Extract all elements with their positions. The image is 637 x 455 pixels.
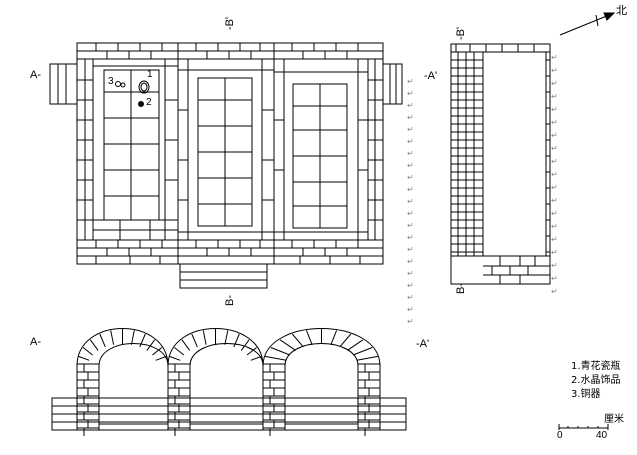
- svg-text:↵: ↵: [551, 222, 558, 231]
- label-a-left: A-: [30, 69, 41, 81]
- grave-goods: [115, 80, 150, 107]
- svg-text:↵: ↵: [407, 77, 414, 86]
- svg-text:↵: ↵: [407, 209, 414, 218]
- svg-text:↵: ↵: [551, 196, 558, 205]
- vase-marker: [138, 80, 150, 94]
- svg-text:↵: ↵: [407, 221, 414, 230]
- crystal-marker: [138, 101, 144, 107]
- north-label: 北: [616, 4, 627, 17]
- svg-text:↵: ↵: [551, 235, 558, 244]
- svg-text:↵: ↵: [551, 261, 558, 270]
- svg-text:↵: ↵: [551, 144, 558, 153]
- svg-text:↵: ↵: [407, 233, 414, 242]
- svg-text:↵: ↵: [407, 161, 414, 170]
- svg-text:↵: ↵: [407, 137, 414, 146]
- svg-text:↵: ↵: [407, 173, 414, 182]
- marker-3-label: 3: [108, 76, 114, 87]
- svg-text:↵: ↵: [551, 274, 558, 283]
- svg-text:↵: ↵: [407, 257, 414, 266]
- legend-item-crystal: 2.水晶饰品: [571, 375, 621, 386]
- svg-text:↵: ↵: [407, 113, 414, 122]
- side-section: [450, 43, 551, 285]
- svg-text:↵: ↵: [551, 118, 558, 127]
- scale-start: 0: [557, 430, 563, 441]
- svg-text:↵: ↵: [407, 185, 414, 194]
- legend-item-bronze: 3.铜器: [571, 389, 601, 400]
- scale-end: 40: [596, 430, 608, 441]
- svg-text:↵: ↵: [551, 209, 558, 218]
- label-a-right: -A': [424, 70, 438, 82]
- label-b-top: -B': [224, 16, 236, 30]
- svg-text:↵: ↵: [551, 53, 558, 62]
- svg-text:↵: ↵: [551, 157, 558, 166]
- legend-item-vase: 1.青花瓷瓶: [571, 361, 621, 372]
- marker-1-label: 1: [147, 69, 153, 80]
- svg-text:↵: ↵: [407, 269, 414, 278]
- label-section-a-left: A-: [30, 336, 41, 348]
- svg-text:↵: ↵: [551, 248, 558, 257]
- north-arrow: [559, 12, 616, 36]
- arch-section: [51, 328, 407, 436]
- plan-view: [49, 42, 403, 289]
- svg-text:↵: ↵: [551, 170, 558, 179]
- label-side-b-top: -B': [455, 26, 467, 40]
- svg-text:↵: ↵: [551, 66, 558, 75]
- svg-text:↵: ↵: [407, 125, 414, 134]
- label-b-bottom: B-: [224, 295, 236, 306]
- bronze-marker: [115, 81, 121, 87]
- svg-text:↵: ↵: [407, 245, 414, 254]
- svg-text:↵: ↵: [551, 183, 558, 192]
- svg-text:↵: ↵: [551, 131, 558, 140]
- legend: 1.青花瓷瓶 2.水晶饰品 3.铜器: [571, 360, 621, 402]
- svg-text:↵: ↵: [551, 79, 558, 88]
- svg-text:↵: ↵: [407, 149, 414, 158]
- guide-dots: ↵ ↵ ↵ ↵ ↵ ↵ ↵ ↵ ↵ ↵ ↵ ↵ ↵ ↵ ↵ ↵ ↵ ↵ ↵ ↵ ↵ ↵ ↵ ↵ ↵ ↵ ↵ ↵ ↵ ↵ ↵ ↵ ↵ ↵ ↵ ↵ ↵ ↵ ↵ ↵: [407, 53, 558, 326]
- svg-text:↵: ↵: [551, 287, 558, 296]
- svg-text:↵: ↵: [551, 105, 558, 114]
- svg-text:↵: ↵: [407, 305, 414, 314]
- scale-bar: [558, 424, 609, 430]
- svg-text:↵: ↵: [551, 92, 558, 101]
- marker-2-label: 2: [146, 97, 152, 108]
- svg-text:↵: ↵: [407, 101, 414, 110]
- svg-text:↵: ↵: [407, 281, 414, 290]
- svg-text:↵: ↵: [407, 89, 414, 98]
- svg-text:↵: ↵: [407, 293, 414, 302]
- svg-text:↵: ↵: [407, 197, 414, 206]
- svg-text:↵: ↵: [407, 317, 414, 326]
- label-side-b-bottom: B-: [455, 283, 467, 294]
- label-section-a-right: -A': [416, 338, 430, 350]
- scale-unit: 厘米: [604, 414, 624, 425]
